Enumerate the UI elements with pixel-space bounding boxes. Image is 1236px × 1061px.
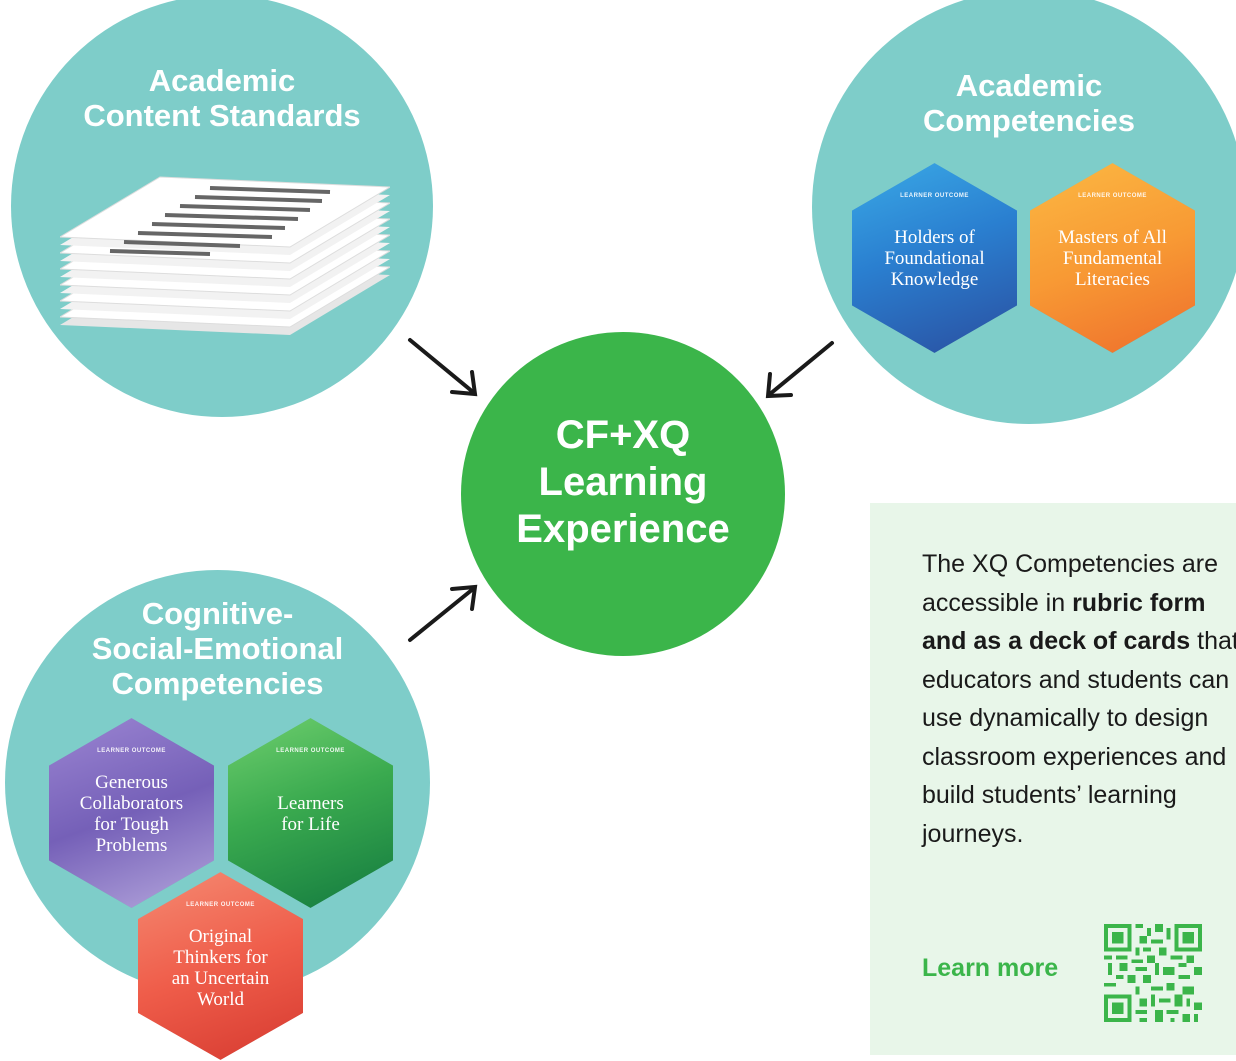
card-learners-title: Learners for Life <box>277 793 344 835</box>
learn-more-link[interactable]: Learn more <box>922 954 1059 982</box>
card-literacies-title: Masters of All Fundamental Literacies <box>1058 227 1167 290</box>
card-generous-collaborators: LEARNER OUTCOME Generous Collaborators f… <box>49 718 214 908</box>
paper-stack-icon <box>60 176 390 335</box>
arrow-icon-bottom-left <box>408 584 478 642</box>
cognitive-social-emotional-title: Cognitive- Social-Emotional Competencies <box>91 596 344 701</box>
card-collaborators-title: Generous Collaborators for Tough Problem… <box>79 772 184 856</box>
arrow-icon-top-right <box>765 341 834 399</box>
arrow-icon-top-left <box>408 338 478 397</box>
center-title: CF+XQ Learning Experience <box>516 413 730 551</box>
card-thinkers-title: Original Thinkers for an Uncertain World <box>171 926 270 1010</box>
card-foundational-title: Holders of Foundational Knowledge <box>884 227 985 290</box>
info-text: The XQ Competencies are accessible in ru… <box>922 550 1236 848</box>
info-box: The XQ Competencies are accessible in ru… <box>870 503 1236 1055</box>
academic-content-standards-title: Academic Content Standards <box>83 63 361 133</box>
qr-code-icon[interactable] <box>1104 924 1202 1022</box>
academic-competencies-title: Academic Competencies <box>923 68 1135 138</box>
card-learners-for-life: LEARNER OUTCOME Learners for Life <box>228 718 393 908</box>
center-learning-experience-circle: CF+XQ Learning Experience <box>461 332 785 656</box>
